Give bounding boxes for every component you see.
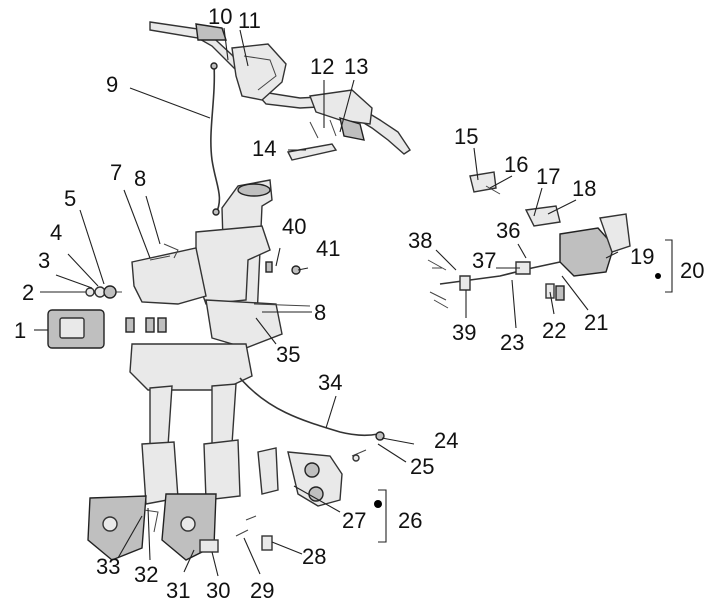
callout-37: 37 <box>472 248 496 273</box>
callout-17: 17 <box>536 164 560 189</box>
brake-hose <box>239 377 385 462</box>
callout-41: 41 <box>316 236 340 261</box>
callout-16: 16 <box>504 152 528 177</box>
callout-2: 2 <box>22 280 34 305</box>
callout-28: 28 <box>302 544 326 569</box>
callout-33: 33 <box>96 554 120 579</box>
callout-39: 39 <box>452 320 476 345</box>
steering-column <box>131 179 311 349</box>
speedometer-cable <box>210 62 221 216</box>
callout-3: 3 <box>38 248 50 273</box>
callout-8-top: 8 <box>134 166 146 191</box>
callout-36: 36 <box>496 218 520 243</box>
callout-31: 31 <box>166 578 190 603</box>
leader-lines <box>34 27 619 577</box>
callout-20: 20 <box>680 258 704 283</box>
callout-9: 9 <box>106 72 118 97</box>
callout-1: 1 <box>14 318 26 343</box>
callout-10: 10 <box>208 4 232 29</box>
callout-32: 32 <box>134 562 158 587</box>
callout-22: 22 <box>542 318 566 343</box>
callout-19: 19 <box>630 244 654 269</box>
callout-27: 27 <box>342 508 366 533</box>
callout-4: 4 <box>50 220 62 245</box>
callout-35: 35 <box>276 342 300 367</box>
callout-18: 18 <box>572 176 596 201</box>
callout-23: 23 <box>500 330 524 355</box>
group-brackets <box>378 239 673 543</box>
callout-12: 12 <box>310 54 334 79</box>
brake-caliper <box>235 447 382 551</box>
callout-7: 7 <box>110 160 122 185</box>
callout-13: 13 <box>344 54 368 79</box>
callout-38: 38 <box>408 228 432 253</box>
callout-25: 25 <box>410 454 434 479</box>
callout-30: 30 <box>206 578 230 603</box>
master-cylinder-group <box>427 171 661 309</box>
callout-24: 24 <box>434 428 458 453</box>
callout-11: 11 <box>238 8 261 33</box>
callout-34: 34 <box>318 370 342 395</box>
handlebar-assembly <box>149 21 411 161</box>
sensor-unit <box>47 285 167 349</box>
callout-40: 40 <box>282 214 306 239</box>
callout-5: 5 <box>64 186 76 211</box>
callout-21: 21 <box>584 310 608 335</box>
callout-15: 15 <box>454 124 478 149</box>
front-fork <box>87 343 253 561</box>
callout-8-bottom: 8 <box>314 300 326 325</box>
callout-29: 29 <box>250 578 274 603</box>
callout-26: 26 <box>398 508 422 533</box>
callout-14: 14 <box>252 136 276 161</box>
callout-labels: 1 2 3 4 5 7 8 8 9 10 11 12 13 14 15 16 1… <box>14 4 704 603</box>
